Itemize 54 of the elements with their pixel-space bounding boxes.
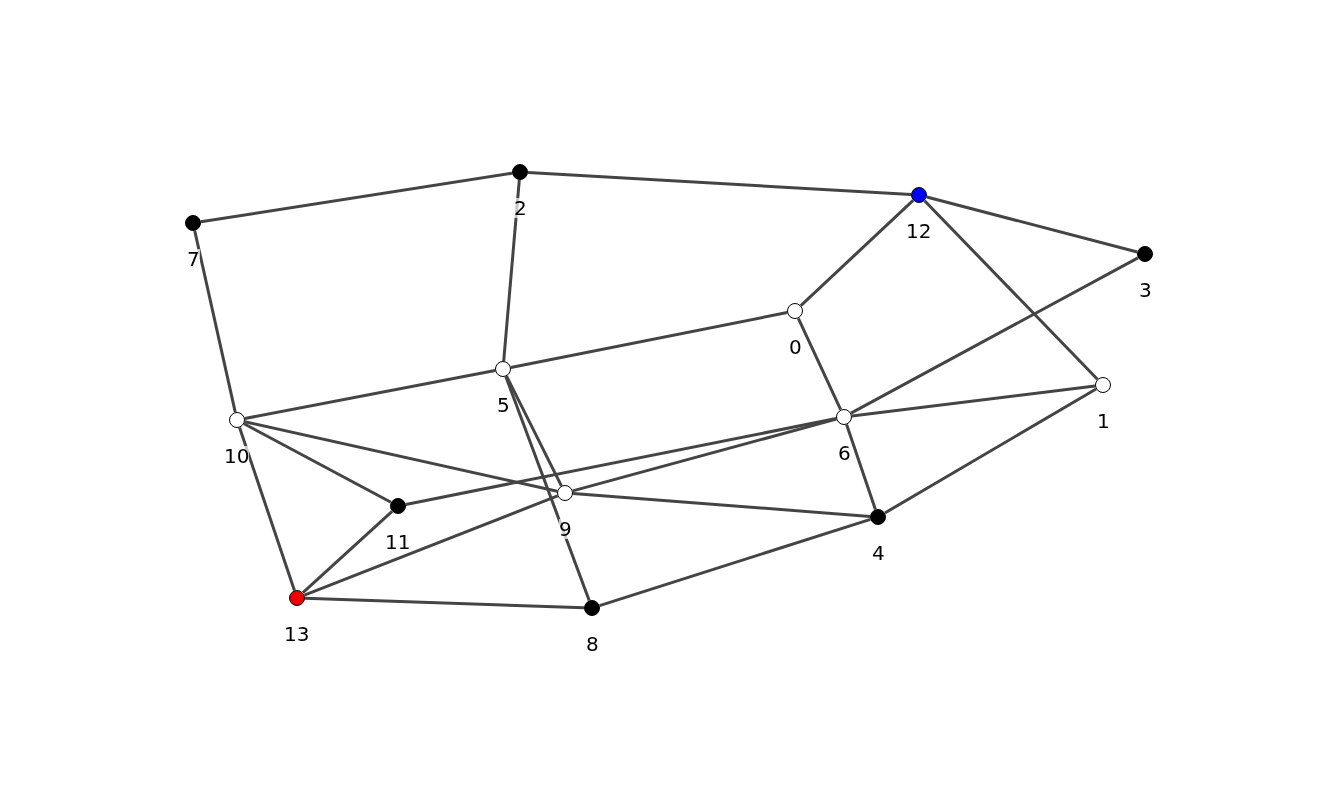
- graph-edge: [527, 170, 912, 197]
- graph-edge: [845, 424, 877, 510]
- graph-edge: [572, 417, 837, 493]
- node-label: 1: [1097, 411, 1110, 431]
- graph-edge: [193, 230, 237, 413]
- graph-node: [390, 498, 406, 514]
- graph-edge: [244, 369, 496, 420]
- node-label: 9: [559, 519, 572, 539]
- graph-edge: [923, 199, 1099, 381]
- node-label: 7: [187, 249, 200, 269]
- graph-edge: [303, 494, 559, 597]
- graph-edge: [797, 317, 842, 411]
- graph-edge: [884, 387, 1097, 515]
- graph-edge: [510, 311, 788, 369]
- node-label: 12: [906, 221, 932, 241]
- graph-node: [911, 187, 927, 203]
- graph-edge: [504, 375, 591, 602]
- graph-node: [584, 600, 600, 616]
- graph-edge: [244, 420, 558, 493]
- node-label: 0: [789, 337, 802, 357]
- graph-edge: [304, 596, 585, 610]
- node-label: 6: [838, 443, 851, 463]
- graph-edge: [502, 179, 521, 362]
- graph-edge: [599, 518, 871, 607]
- graph-node: [557, 485, 573, 501]
- graph-node: [870, 509, 886, 525]
- graph-edge: [405, 417, 837, 506]
- graph-edge: [505, 375, 563, 487]
- graph-edge: [572, 492, 871, 518]
- node-label: 4: [872, 543, 885, 563]
- node-label: 5: [497, 395, 510, 415]
- graph-edge: [851, 384, 1096, 418]
- graph-edge: [850, 256, 1139, 415]
- graph-edge: [799, 199, 915, 307]
- graph-node: [495, 361, 511, 377]
- graph-node: [1095, 377, 1111, 393]
- graph-node: [512, 164, 528, 180]
- graph-node: [836, 409, 852, 425]
- graph-edge: [926, 195, 1138, 254]
- graph-node: [185, 215, 201, 231]
- node-label: 10: [224, 446, 250, 466]
- graph-edge: [238, 427, 296, 591]
- graph-edge: [301, 510, 394, 594]
- graph-node: [229, 412, 245, 428]
- graph-edge: [200, 171, 513, 224]
- node-label: 8: [586, 634, 599, 654]
- graph-node: [289, 590, 305, 606]
- node-label: 3: [1139, 280, 1152, 300]
- node-label: 11: [385, 532, 411, 552]
- graph-node: [787, 303, 803, 319]
- node-label: 2: [514, 198, 527, 218]
- node-label: 13: [284, 624, 310, 644]
- graph-node: [1137, 246, 1153, 262]
- graph-edge: [243, 422, 392, 504]
